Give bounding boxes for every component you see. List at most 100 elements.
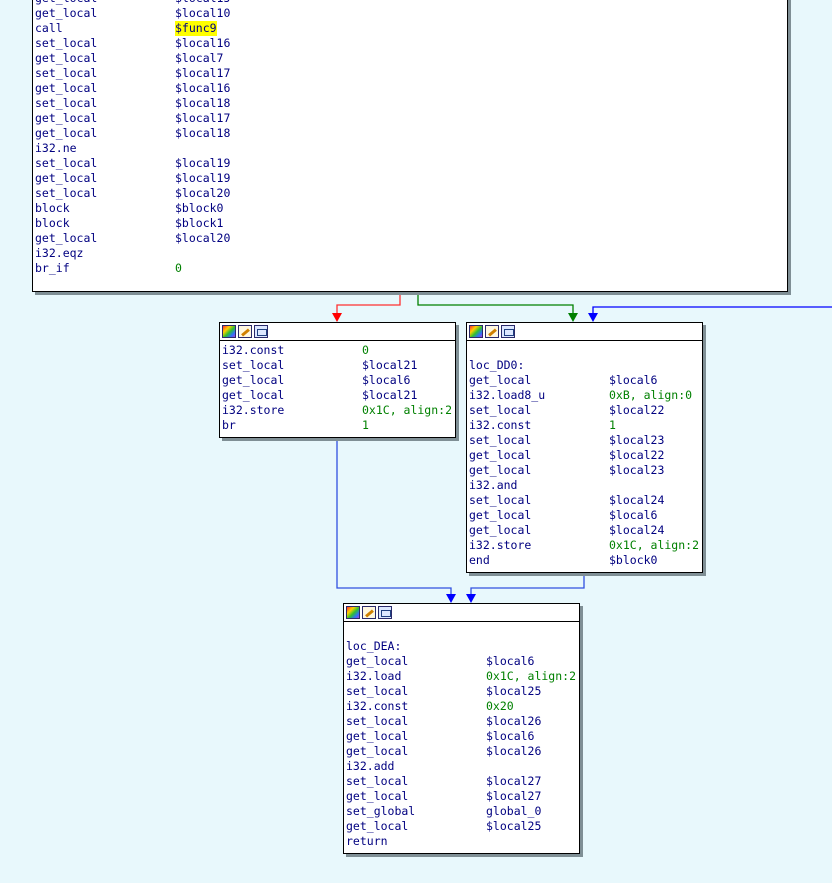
mnemonic: get_local [35, 126, 98, 140]
instruction-line[interactable]: get_local$local20 [35, 231, 787, 246]
instruction-line[interactable]: return [346, 834, 579, 849]
mnemonic: return [346, 834, 388, 848]
instruction-line[interactable]: get_local$local6 [222, 373, 455, 388]
instruction-line[interactable]: set_local$local25 [346, 684, 579, 699]
instruction-line[interactable]: set_local$local17 [35, 66, 787, 81]
edge-false-branch[interactable] [336, 291, 401, 318]
instruction-line[interactable]: get_local$local6 [346, 729, 579, 744]
instruction-line[interactable]: i32.and [469, 478, 702, 493]
operand: $local19 [175, 156, 231, 170]
instruction-line[interactable]: i32.add [346, 759, 579, 774]
instruction-line[interactable]: get_local$local18 [35, 126, 787, 141]
instruction-line[interactable]: block$block0 [35, 201, 787, 216]
mnemonic: get_local [35, 0, 175, 6]
mnemonic: call [35, 21, 63, 35]
arrow-back-jump [588, 313, 598, 322]
mnemonic: get_local [469, 373, 532, 387]
instruction-line[interactable]: get_local$local22 [469, 448, 702, 463]
instruction-line[interactable]: get_local$local6 [469, 508, 702, 523]
operand: $local24 [609, 493, 665, 507]
instruction-line[interactable] [469, 343, 702, 358]
instruction-line[interactable]: get_local$local15 [35, 0, 787, 6]
operand: $local27 [486, 789, 542, 803]
mnemonic: i32.load [346, 669, 402, 683]
instruction-line[interactable]: get_local$local6 [346, 654, 579, 669]
code-label[interactable]: loc_DD0: [469, 358, 702, 373]
instruction-line[interactable] [346, 624, 579, 639]
mnemonic: get_local [35, 51, 98, 65]
instruction-line[interactable]: get_local$local21 [222, 388, 455, 403]
edit-pencil-icon[interactable] [238, 325, 252, 338]
instruction-line[interactable]: i32.eqz [35, 246, 787, 261]
operand: $local24 [609, 523, 665, 537]
edge-true-branch[interactable] [417, 291, 574, 318]
instruction-line[interactable]: set_local$local24 [469, 493, 702, 508]
instruction-line[interactable]: set_local$local16 [35, 36, 787, 51]
node-header [220, 323, 455, 341]
instruction-line[interactable]: end$block0 [469, 553, 702, 568]
operand[interactable]: $func9 [175, 21, 217, 36]
operand: $local16 [175, 36, 231, 50]
instruction-line[interactable]: set_local$local18 [35, 96, 787, 111]
instruction-line[interactable]: set_local$local22 [469, 403, 702, 418]
operand: $local16 [175, 81, 231, 95]
instruction-line[interactable]: get_local $local16 [35, 81, 787, 96]
instruction-line[interactable]: get_local$local24 [469, 523, 702, 538]
instruction-line[interactable]: get_local$local19 [35, 171, 787, 186]
code-label[interactable]: loc_DEA: [346, 639, 579, 654]
instruction-line[interactable]: set_local$local23 [469, 433, 702, 448]
edge-left-to-dea[interactable] [336, 438, 452, 599]
color-palette-icon[interactable] [222, 325, 236, 338]
mnemonic: get_local [469, 448, 532, 462]
instruction-line[interactable]: set_local$local21 [222, 358, 455, 373]
edit-pencil-icon[interactable] [485, 325, 499, 338]
arrow-false-branch [332, 313, 342, 322]
instruction-line[interactable]: get_local$local27 [346, 789, 579, 804]
instruction-line[interactable]: get_local$local7 [35, 51, 787, 66]
operand: $local17 [175, 66, 231, 80]
mnemonic: set_local [222, 358, 285, 372]
operand: 0 [175, 261, 182, 275]
instruction-line[interactable]: set_local$local27 [346, 774, 579, 789]
mnemonic: get_local [35, 81, 98, 95]
edge-back-jump[interactable] [592, 306, 832, 318]
instruction-line[interactable]: get_local$local10 [35, 6, 787, 21]
instruction-line[interactable]: get_local$local6 [469, 373, 702, 388]
operand: $local23 [609, 463, 665, 477]
mnemonic: get_local [346, 654, 409, 668]
edge-dd0-to-dea[interactable] [470, 573, 585, 599]
graph-view-icon[interactable] [378, 606, 392, 619]
instruction-line[interactable]: get_local$local23 [469, 463, 702, 478]
instruction-line[interactable]: set_local$local26 [346, 714, 579, 729]
color-palette-icon[interactable] [346, 606, 360, 619]
graph-view-icon[interactable] [501, 325, 515, 338]
instruction-line[interactable]: get_local$local25 [346, 819, 579, 834]
graph-view-icon[interactable] [254, 325, 268, 338]
instruction-line[interactable]: get_local$local26 [346, 744, 579, 759]
instruction-line[interactable]: set_local$local20 [35, 186, 787, 201]
instruction-line[interactable]: get_local$local17 [35, 111, 787, 126]
instruction-line[interactable]: block$block1 [35, 216, 787, 231]
instruction-line[interactable]: i32.ne [35, 141, 787, 156]
mnemonic: set_local [346, 684, 409, 698]
instruction-line[interactable]: set_local$local19 [35, 156, 787, 171]
edit-pencil-icon[interactable] [362, 606, 376, 619]
operand: $local27 [486, 774, 542, 788]
color-palette-icon[interactable] [469, 325, 483, 338]
instruction-line[interactable]: call $func9 [35, 21, 787, 36]
